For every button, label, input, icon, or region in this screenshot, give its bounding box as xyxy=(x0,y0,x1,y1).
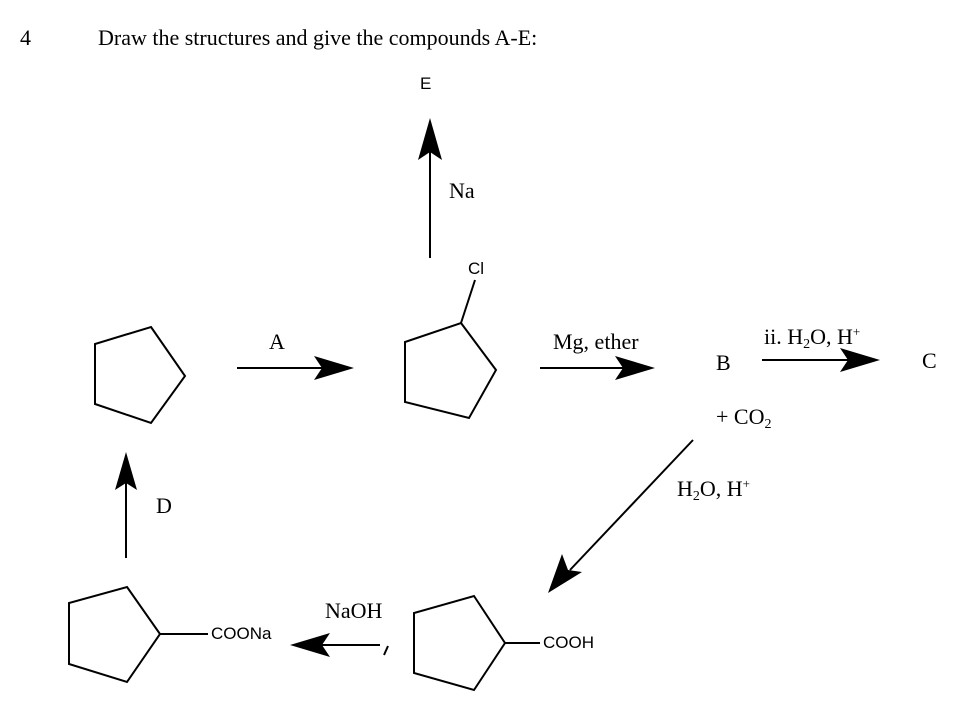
group-cooh: COOH xyxy=(543,633,594,652)
cyclopentane-coona-ring xyxy=(68,585,162,684)
label-a: A xyxy=(269,329,285,354)
question-number: 4 xyxy=(20,25,31,50)
arrow-diag-head xyxy=(548,554,582,593)
chlorocyclopentane-ring xyxy=(404,321,498,420)
arrow-mg-head xyxy=(615,356,655,380)
label-b: B xyxy=(716,350,731,375)
label-c: C xyxy=(922,348,937,373)
label-e: E xyxy=(420,74,432,93)
reagent-h2o-h-plus: ii. H2O, H+ xyxy=(764,324,861,352)
arrow-diag-shaft xyxy=(569,439,694,571)
label-d: D xyxy=(156,493,172,518)
arrow-naoh-head xyxy=(290,633,330,657)
arrow-d-head xyxy=(115,452,137,490)
cyclopentane-cooh-ring xyxy=(413,594,507,692)
reagent-na: Na xyxy=(449,178,475,203)
atom-cl: Cl xyxy=(468,259,485,278)
reagent-naoh: NaOH xyxy=(325,598,383,623)
reagent-h2o-h-plus-diag: H2O, H+ xyxy=(677,476,751,504)
question-prompt: Draw the structures and give the compoun… xyxy=(98,25,538,50)
arrow-a-head xyxy=(314,356,354,380)
slash-mark xyxy=(383,645,389,656)
c-cl-bond xyxy=(460,279,476,324)
group-coona: COONa xyxy=(211,624,272,643)
arrow-e-head xyxy=(418,118,442,160)
arrow-c-head xyxy=(840,348,880,372)
reagent-mg-ether: Mg, ether xyxy=(553,329,639,354)
reagent-co2: + CO2 xyxy=(716,404,772,432)
cyclopentane xyxy=(94,325,187,425)
